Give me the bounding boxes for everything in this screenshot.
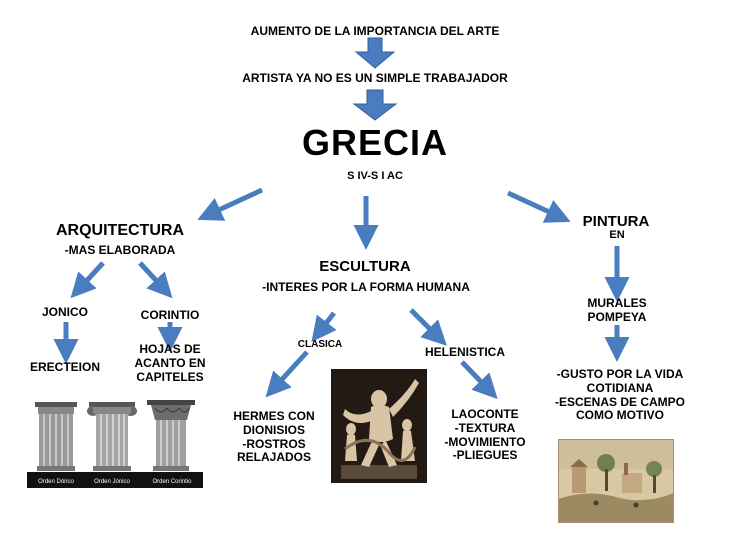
- jonico-label: JONICO: [41, 305, 88, 319]
- pintura-item: -ESCENAS DE CAMPO: [554, 394, 685, 409]
- pintura-item: COMO MOTIVO: [576, 408, 664, 423]
- helenistica-item: -TEXTURA: [454, 420, 516, 435]
- arrow-arq-corintio: [138, 261, 173, 299]
- pintura-title: PINTURA: [582, 213, 650, 230]
- pompeii-fresco-image: [558, 439, 674, 523]
- center-subtitle: S IV-S I AC: [347, 170, 403, 182]
- column-orders-image: Orden Dórico Orden Jónico Orden Corintio: [27, 398, 203, 488]
- helenistica-label: HELENISTICA: [424, 345, 505, 359]
- clasica-item: -ROSTROS: [242, 436, 306, 451]
- arrow-esc-helenistica: [409, 308, 447, 346]
- arrow-grecia-arquitectura: [197, 187, 264, 221]
- erecteion-label: ERECTEION: [29, 360, 100, 374]
- center-title: GRECIA: [301, 122, 448, 163]
- murales-label: MURALES POMPEYA: [570, 296, 664, 325]
- helenistica-items: LAOCONTE -TEXTURA -MOVIMIENTO -PLIEGUES: [430, 407, 540, 463]
- top-line-2: ARTISTA YA NO ES UN SIMPLE TRABAJADOR: [242, 71, 508, 85]
- murales-line: MURALES: [587, 296, 647, 310]
- hojas-label: HOJAS DE ACANTO EN CAPITELES: [134, 342, 206, 384]
- pintura-items: -GUSTO POR LA VIDA COTIDIANA -ESCENAS DE…: [525, 367, 715, 423]
- arrow-grecia-pintura: [506, 190, 571, 223]
- pintura-subtitle: EN: [609, 229, 625, 241]
- helenistica-item: LAOCONTE: [451, 407, 519, 421]
- arrow-clasica-hermes: [265, 350, 309, 398]
- helenistica-item: -PLIEGUES: [452, 448, 518, 463]
- helenistica-item: -MOVIMIENTO: [444, 434, 526, 449]
- clasica-item: RELAJADOS: [236, 450, 311, 465]
- caption-doric: Orden Dórico: [38, 479, 74, 485]
- clasica-item: DIONISIOS: [242, 422, 305, 437]
- arquitectura-subtitle: -MAS ELABORADA: [64, 243, 176, 257]
- doric-column-icon: [35, 402, 77, 471]
- pintura-item: -GUSTO POR LA VIDA: [556, 367, 684, 381]
- laocoon-sculpture-image: [331, 369, 427, 483]
- block-arrow-2: [352, 89, 398, 121]
- caption-corinthian: Orden Corintio: [152, 479, 192, 485]
- caption-ionic: Orden Jónico: [94, 479, 130, 485]
- corintio-label: CORINTIO: [140, 308, 200, 322]
- clasica-items: HERMES CON DIONISIOS -ROSTROS RELAJADOS: [222, 409, 326, 465]
- arrow-esc-clasica: [311, 311, 337, 343]
- arrow-helenistica-laoconte: [460, 360, 498, 400]
- top-line-1: AUMENTO DE LA IMPORTANCIA DEL ARTE: [250, 24, 500, 38]
- pompeya-line: POMPEYA: [587, 309, 647, 324]
- escultura-subtitle: -INTERES POR LA FORMA HUMANA: [262, 280, 470, 294]
- arrow-arq-jonico: [70, 261, 105, 299]
- escultura-title: ESCULTURA: [319, 258, 411, 275]
- pintura-item: COTIDIANA: [586, 380, 654, 395]
- corinthian-column-icon: [147, 400, 195, 471]
- arquitectura-title: ARQUITECTURA: [56, 222, 184, 239]
- clasica-label: CLASICA: [297, 339, 343, 350]
- ionic-column-icon: [87, 402, 137, 471]
- clasica-item: HERMES CON: [233, 409, 315, 423]
- block-arrow-1: [354, 37, 396, 69]
